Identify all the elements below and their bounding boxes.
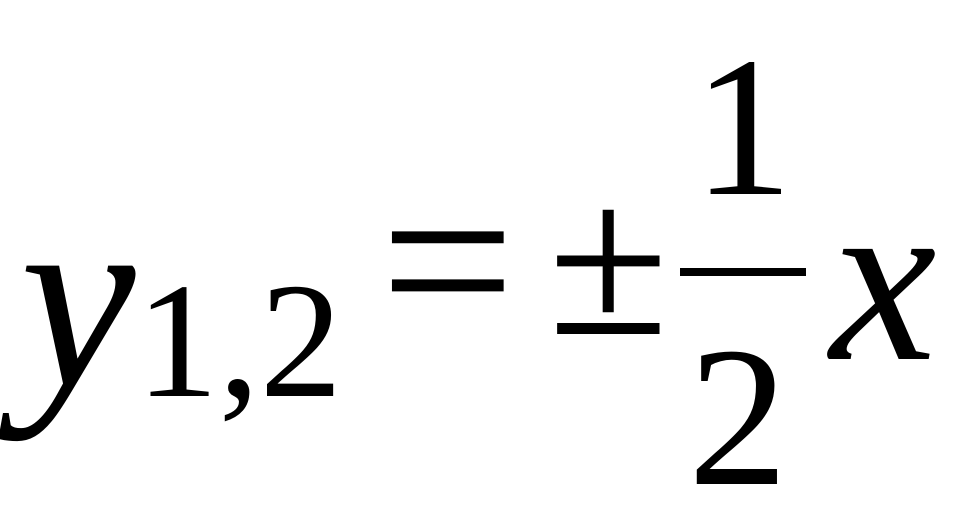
variable-x: x bbox=[830, 145, 937, 411]
fraction-denominator: 2 bbox=[688, 307, 788, 528]
fraction-numerator: 1 bbox=[693, 17, 793, 238]
plus-minus-sign: ± bbox=[548, 138, 669, 382]
subscript-indices: 1,2 bbox=[136, 249, 343, 432]
equals-sign: = bbox=[380, 127, 516, 393]
variable-y: y bbox=[20, 154, 136, 442]
fraction-bar bbox=[680, 268, 806, 276]
